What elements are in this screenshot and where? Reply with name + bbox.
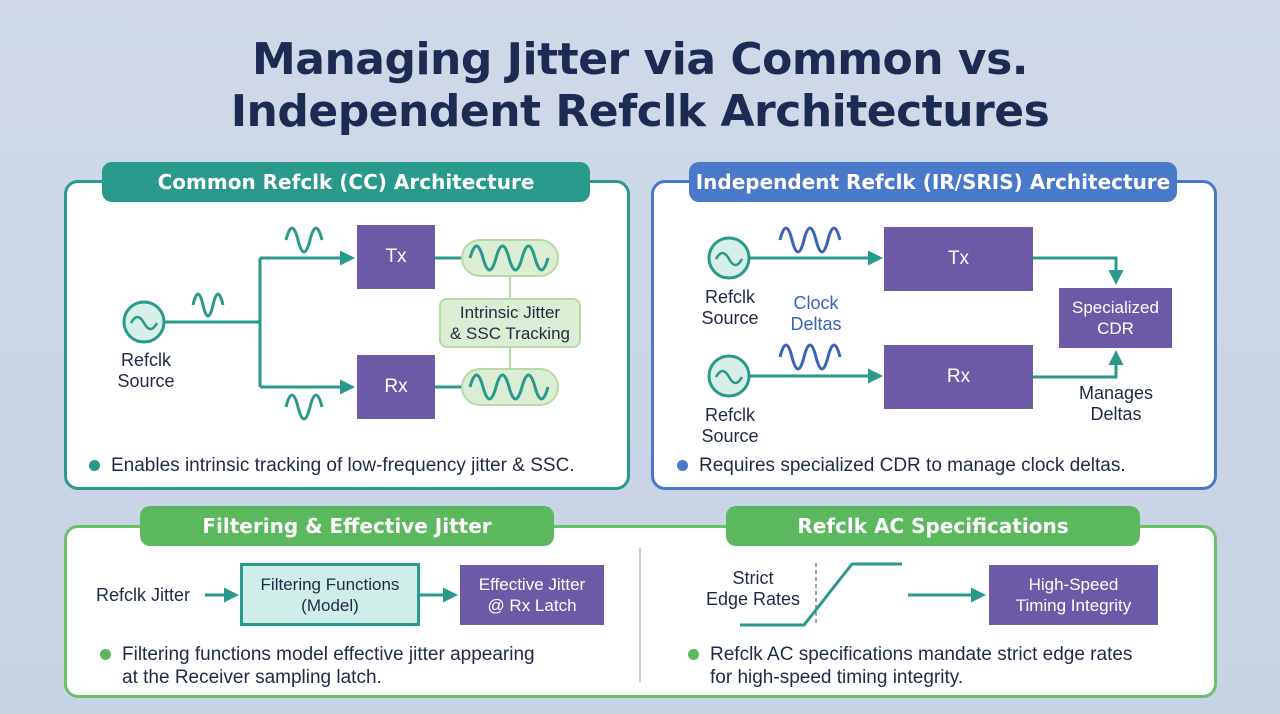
ir-specialized-cdr-box: Specialized CDR [1059,288,1172,348]
cc-source-label: Refclk Source [117,350,175,391]
ac-spec-bullet: Refclk AC specifications mandate strict … [688,643,1208,689]
ir-clock-deltas-label: Clock Deltas [790,293,842,334]
ac-spec-header: Refclk AC Specifications [726,506,1140,546]
ir-bullet: Requires specialized CDR to manage clock… [677,454,1197,477]
cc-rx-box: Rx [357,355,435,419]
independent-refclk-header: Independent Refclk (IR/SRIS) Architectur… [689,162,1177,202]
ir-source-top-label: Refclk Source [701,287,759,328]
title-line-2: Independent Refclk Architectures [230,86,1050,137]
cc-tx-box: Tx [357,225,435,289]
ir-source-top-clock-icon [707,236,751,280]
cc-tracking-wave-top-icon [461,239,559,277]
edge-rates-label: Strict Edge Rates [705,568,801,609]
edge-rate-waveform-icon [740,562,902,627]
ir-wave-top-icon [778,226,842,254]
filtering-header: Filtering & Effective Jitter [140,506,554,546]
common-refclk-header: Common Refclk (CC) Architecture [102,162,590,202]
ir-manages-deltas-label: Manages Deltas [1078,383,1154,424]
cc-wave-source-icon [191,292,225,318]
filtering-functions-box: Filtering Functions (Model) [240,563,420,626]
cc-tracking-label: Intrinsic Jitter & SSC Tracking [439,298,581,348]
effective-jitter-box: Effective Jitter @ Rx Latch [460,565,604,625]
cc-source-clock-icon [122,300,166,344]
cc-wave-tx-icon [284,226,324,254]
ir-source-bottom-clock-icon [707,354,751,398]
ir-wave-bottom-icon [778,343,842,371]
cc-wave-rx-icon [284,393,324,421]
timing-integrity-box: High-Speed Timing Integrity [989,565,1158,625]
title-line-1: Managing Jitter via Common vs. [251,34,1029,85]
filtering-input-label: Refclk Jitter [96,585,191,605]
ir-tx-box: Tx [884,227,1033,291]
cc-bullet: Enables intrinsic tracking of low-freque… [89,454,619,477]
ir-rx-box: Rx [884,345,1033,409]
cc-tracking-wave-bottom-icon [461,368,559,406]
page-title: Managing Jitter via Common vs. Independe… [0,34,1280,138]
filtering-bullet: Filtering functions model effective jitt… [100,643,620,689]
ir-source-bottom-label: Refclk Source [701,405,759,446]
